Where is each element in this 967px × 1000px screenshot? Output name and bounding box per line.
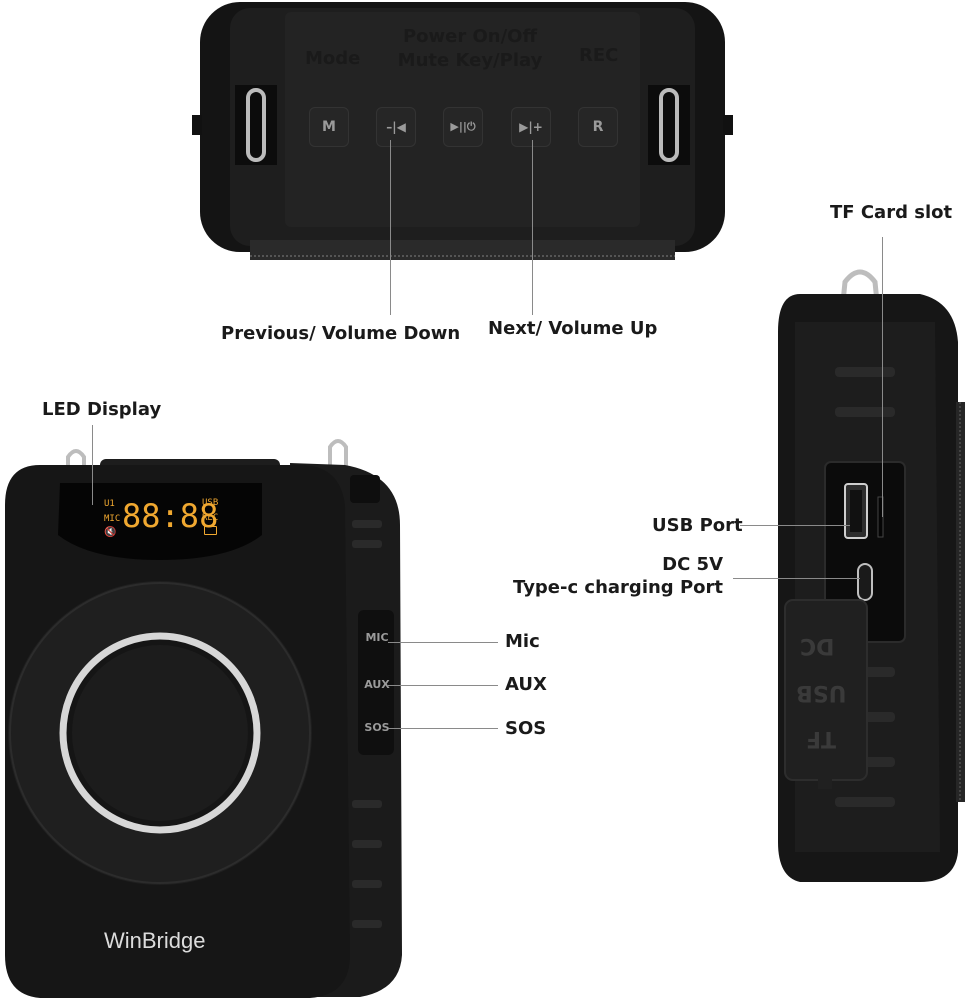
tf-leader-line <box>882 237 883 517</box>
tf-card-label: TF Card slot <box>830 202 953 223</box>
display-digits: 88:88 <box>122 497 219 535</box>
sos-leader-line <box>388 728 498 729</box>
top-view-device <box>192 2 733 260</box>
usb-port-label: USB Port <box>652 515 743 536</box>
power-label-line1: Power On/Off <box>402 26 538 47</box>
next-button[interactable]: ▶|+ <box>511 107 551 147</box>
mode-button[interactable]: M <box>309 107 349 147</box>
rec-label: REC <box>579 45 619 66</box>
dc-label-line1: DC 5V <box>662 554 723 575</box>
display-mic: MIC <box>104 514 121 524</box>
side-mic-button[interactable]: MIC <box>365 631 389 644</box>
mic-leader-line <box>388 642 498 643</box>
dc-label-line2: Type-c charging Port <box>513 577 723 598</box>
side-sos-button[interactable]: SOS <box>364 721 390 734</box>
display-u1: U1 <box>104 499 115 509</box>
side-view-device <box>778 269 965 882</box>
next-label: Next/ Volume Up <box>488 318 658 339</box>
power-play-button[interactable]: ▶||⏻ <box>443 107 483 147</box>
aux-leader-line <box>388 685 498 686</box>
brand-logo: WinBridge <box>104 928 206 953</box>
led-leader-line <box>92 425 93 505</box>
cover-text-dc: DC <box>800 633 835 658</box>
display-mute-icon: 🔇 <box>104 527 117 538</box>
cover-text-usb: USB <box>796 680 847 705</box>
display-battery-icon <box>204 526 217 535</box>
next-leader-line <box>532 140 533 315</box>
previous-label: Previous/ Volume Down <box>221 323 461 344</box>
rec-button[interactable]: R <box>578 107 618 147</box>
dc-leader-line <box>733 578 860 579</box>
front-view-device <box>5 439 402 998</box>
sos-label: SOS <box>505 718 547 739</box>
previous-button[interactable]: –|◀ <box>376 107 416 147</box>
side-aux-button[interactable]: AUX <box>364 678 390 691</box>
mic-label: Mic <box>505 631 540 652</box>
aux-label: AUX <box>505 674 547 695</box>
led-display-label: LED Display <box>42 399 162 420</box>
display-usb: USB <box>202 498 219 508</box>
cover-text-tf: TF <box>806 726 837 751</box>
previous-leader-line <box>390 140 391 315</box>
mode-label: Mode <box>305 48 361 69</box>
display-rec: REC <box>202 513 219 523</box>
power-label-line2: Mute Key/Play <box>397 50 543 71</box>
usb-leader-line <box>740 525 850 526</box>
